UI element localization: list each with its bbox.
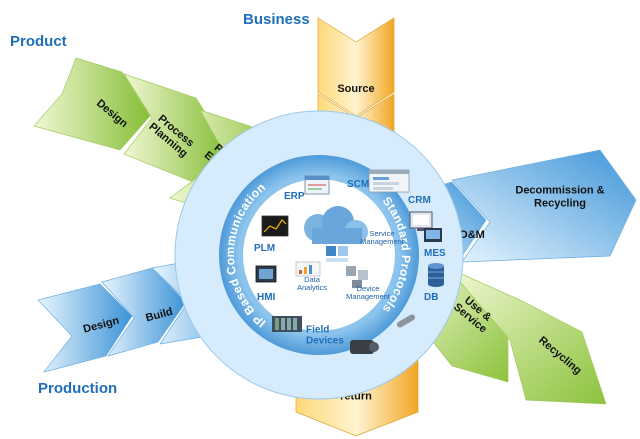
system-hmi: HMI	[257, 292, 276, 303]
business-heading: Business	[243, 11, 310, 28]
system-field-devices-line: Field	[306, 325, 329, 336]
chevron-decommission	[451, 149, 637, 263]
system-scm: SCM	[347, 179, 369, 190]
system-mes: MES	[424, 248, 446, 259]
label-decommission: Decommission &Recycling	[515, 185, 604, 210]
label-decommission-line: Decommission &	[515, 185, 604, 197]
core-data-analytics-line: Data	[304, 275, 321, 284]
system-plm-line: PLM	[254, 243, 275, 254]
system-mes-line: MES	[424, 248, 446, 259]
core-device-management-line: Management	[346, 292, 391, 301]
cloud-puzzle-icon	[304, 206, 368, 262]
system-db: DB	[424, 292, 438, 303]
erp-window-icon	[304, 175, 330, 195]
field-device-rack-icon	[272, 316, 302, 332]
plm-chart-icon	[261, 215, 289, 237]
core-service-management-line: Management	[360, 237, 405, 246]
business-label-source: Source	[337, 83, 374, 95]
sensor-icon	[396, 314, 416, 328]
motor-icon	[350, 340, 379, 354]
chevron-recycling	[447, 267, 607, 405]
crm-monitor-icon	[409, 211, 433, 231]
system-crm: CRM	[408, 195, 431, 206]
system-crm-line: CRM	[408, 195, 431, 206]
database-icon	[428, 263, 444, 287]
business-label-source-line: Source	[337, 83, 374, 95]
label-om: O&M	[459, 229, 485, 241]
core-data-analytics-line: Analytics	[297, 283, 327, 292]
system-erp-line: ERP	[284, 191, 305, 202]
system-erp: ERP	[284, 191, 305, 202]
analytics-mini-chart	[295, 261, 321, 277]
hmi-panel-icon	[255, 265, 277, 283]
system-field-devices-line: Devices	[306, 336, 344, 347]
device-cubes-icon	[346, 266, 368, 288]
system-scm-line: SCM	[347, 179, 369, 190]
core-device-management-line: Device	[357, 284, 380, 293]
system-hmi-line: HMI	[257, 292, 276, 303]
ring-core	[243, 179, 395, 331]
system-plm: PLM	[254, 243, 275, 254]
mes-monitor-icon	[424, 228, 442, 242]
core-service-management-line: Service	[369, 229, 394, 238]
production-heading: Production	[38, 380, 117, 397]
communication-ring: IP Based Communication Standard Protocol…	[174, 110, 464, 400]
production-chevron-design	[37, 283, 133, 373]
label-decommission-line: Recycling	[534, 198, 586, 210]
product-heading: Product	[10, 33, 67, 50]
scm-window-icon	[368, 169, 410, 193]
business-chevron-source	[317, 17, 395, 117]
product-chevron-design	[33, 57, 151, 151]
system-db-line: DB	[424, 292, 438, 303]
label-om-line: O&M	[459, 229, 485, 241]
